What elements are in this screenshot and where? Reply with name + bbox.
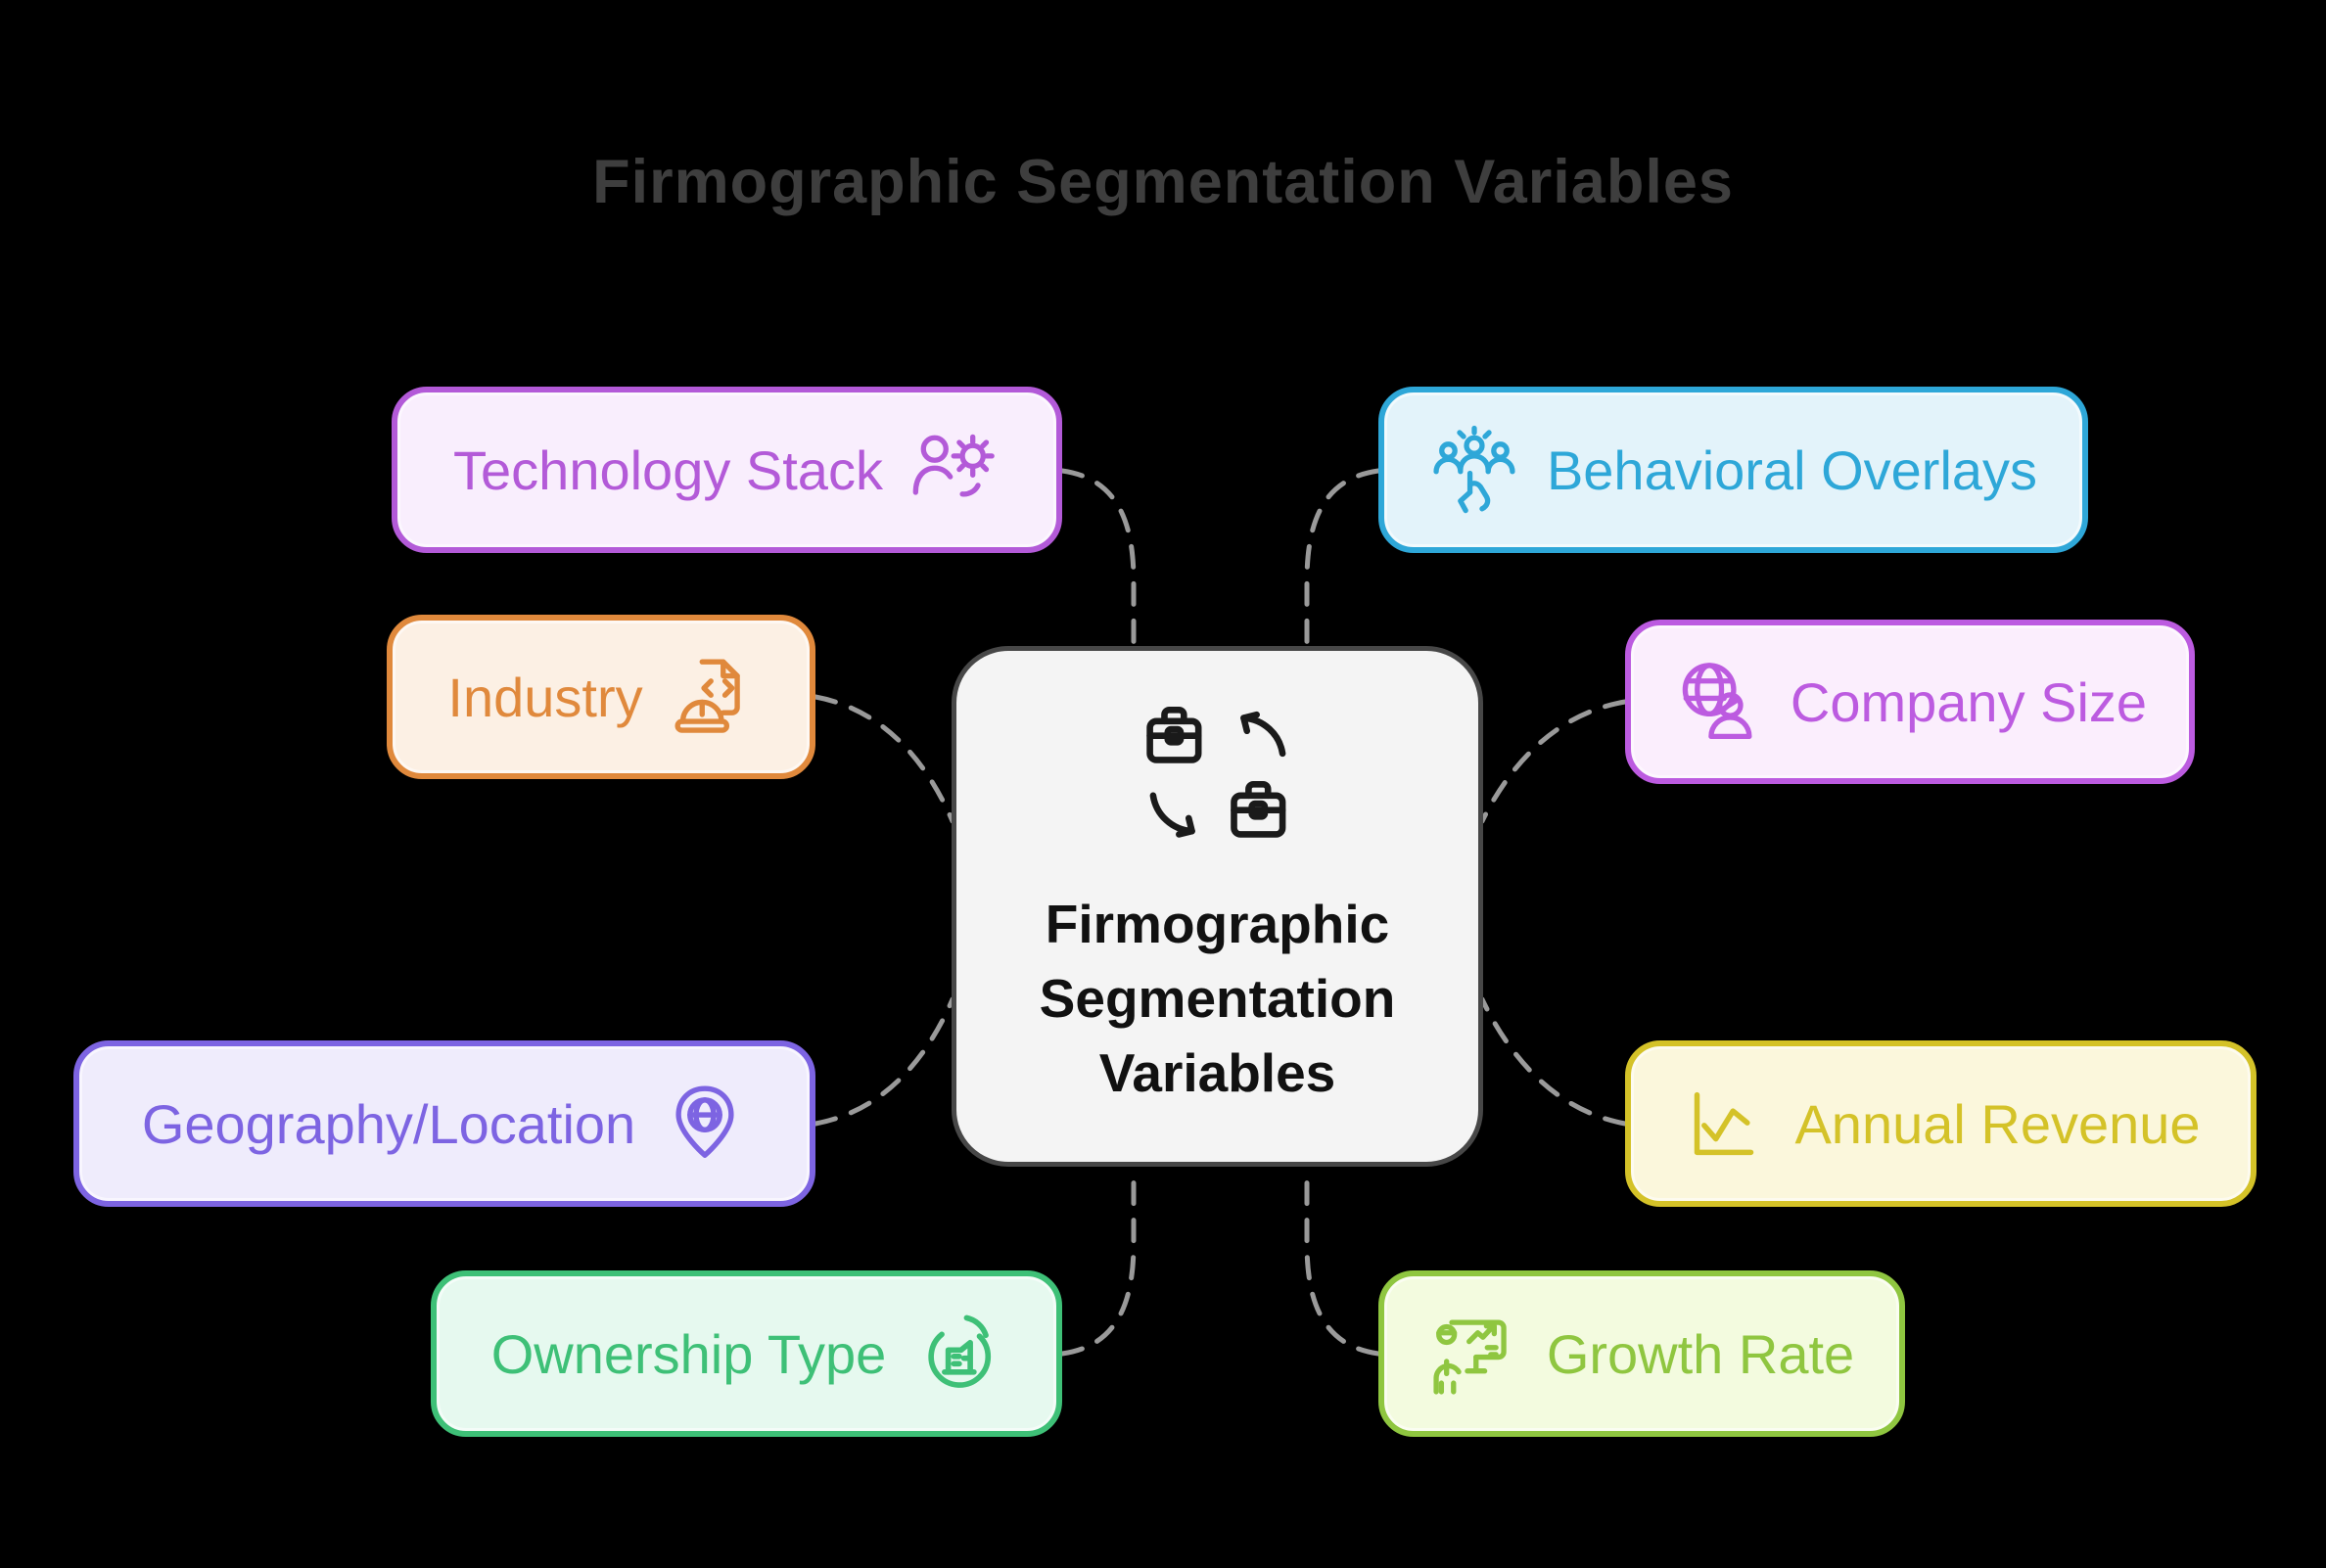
connector-company-size: [1479, 699, 1628, 824]
globe-person-icon: [1682, 663, 1752, 740]
node-geography-location-label: Geography/Location: [141, 1092, 636, 1155]
node-technology-stack-label: Technology Stack: [453, 438, 883, 501]
connector-geography-location: [813, 996, 955, 1127]
node-company-size: Company Size: [1625, 620, 2195, 784]
people-pointing-icon: [1433, 425, 1515, 514]
node-industry: Industry: [387, 615, 815, 779]
node-behavioral-overlays: Behavioral Overlays: [1378, 387, 2088, 553]
briefcase-swap-icon: [1145, 707, 1285, 838]
line-chart-icon: [1695, 1091, 1754, 1156]
person-gears-icon: [912, 434, 995, 497]
connector-technology-stack: [1059, 468, 1137, 648]
connector-behavioral-overlays: [1304, 468, 1381, 648]
diagram-title: Firmographic Segmentation Variables: [592, 148, 1734, 216]
node-industry-label: Industry: [447, 666, 643, 728]
connector-industry: [813, 694, 955, 824]
center-node: Firmographic Segmentation Variables: [952, 646, 1483, 1167]
node-annual-revenue: Annual Revenue: [1625, 1040, 2256, 1207]
map-pin-globe-icon: [675, 1085, 734, 1158]
node-growth-rate: Growth Rate: [1378, 1270, 1905, 1437]
node-behavioral-overlays-label: Behavioral Overlays: [1546, 438, 2038, 501]
node-ownership-type-label: Ownership Type: [490, 1322, 887, 1385]
node-growth-rate-label: Growth Rate: [1546, 1322, 1855, 1385]
code-document-hardhat-icon: [675, 659, 740, 733]
connector-annual-revenue: [1479, 996, 1628, 1127]
node-company-size-label: Company Size: [1790, 670, 2148, 733]
node-technology-stack: Technology Stack: [392, 387, 1062, 553]
connector-ownership-type: [1059, 1165, 1137, 1357]
center-node-label: Firmographic Segmentation Variables: [1039, 894, 1396, 1103]
node-ownership-type: Ownership Type: [431, 1270, 1062, 1437]
presenter-chart-icon: [1433, 1319, 1507, 1395]
node-geography-location: Geography/Location: [73, 1040, 815, 1207]
node-annual-revenue-label: Annual Revenue: [1794, 1092, 2201, 1155]
connector-growth-rate: [1304, 1165, 1381, 1357]
building-pie-chart-icon: [928, 1314, 992, 1388]
